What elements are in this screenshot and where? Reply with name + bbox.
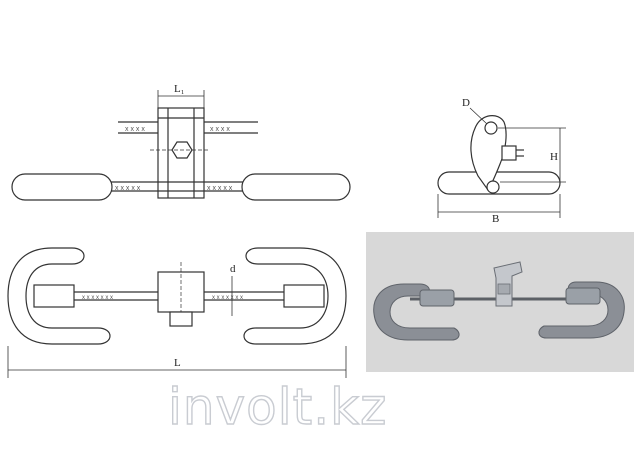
messenger-wire: x x x x x x x x x x	[108, 181, 250, 192]
svg-text:x x x x x: x x x x x	[207, 185, 233, 192]
u-weight-right	[243, 247, 347, 345]
watermark: involt.kz	[168, 378, 387, 436]
photo-weight-left	[373, 283, 460, 341]
svg-text:x x x x: x x x x	[210, 126, 230, 133]
side-clamp	[470, 115, 507, 192]
label-l1: L₁	[174, 83, 185, 95]
dimension-b	[437, 194, 561, 218]
weight-left	[11, 173, 113, 201]
side-bolt	[501, 145, 517, 161]
product-photo	[366, 232, 634, 372]
dimension-d-leader	[469, 107, 488, 125]
top-view: x x x x x x x x x x x x x x	[7, 247, 347, 378]
label-l: L	[174, 357, 181, 369]
svg-text:x x x x x x x: x x x x x x x	[82, 295, 113, 301]
svg-text:x x x x x: x x x x x	[115, 185, 141, 192]
label-b: B	[492, 213, 499, 225]
clamp-body	[150, 107, 210, 199]
side-view	[437, 107, 566, 218]
weight-right	[241, 173, 351, 201]
u-weight-left	[7, 247, 111, 345]
label-d-small: d	[230, 263, 236, 275]
label-d-side: D	[462, 97, 470, 109]
front-view: x x x x x x x x x x x x x x x x x x	[11, 90, 351, 201]
dimension-h	[498, 127, 566, 183]
label-h: H	[550, 151, 558, 163]
top-clamp-nut	[169, 311, 193, 327]
svg-text:x x x x: x x x x	[125, 126, 145, 133]
svg-text:x x x x x x x: x x x x x x x	[212, 295, 243, 301]
dimension-l	[7, 346, 347, 378]
side-weight	[437, 171, 561, 195]
dimension-l1	[157, 90, 205, 108]
